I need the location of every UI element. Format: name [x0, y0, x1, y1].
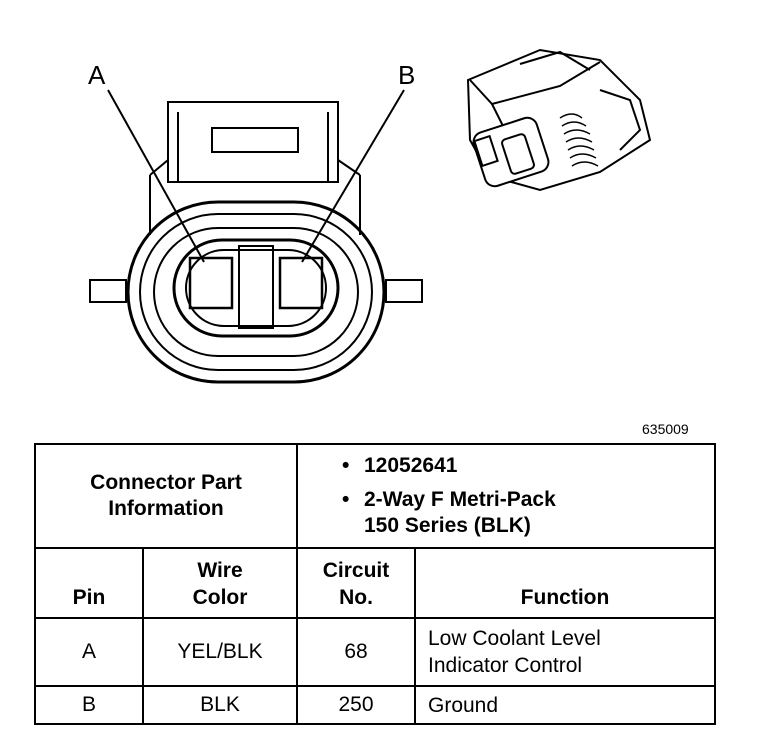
circuit-cell: 250	[296, 685, 416, 725]
side-tab-left	[89, 279, 127, 303]
terminal-b	[278, 256, 324, 310]
connector-perspective-illustration	[466, 48, 652, 192]
terminal-a	[188, 256, 234, 310]
col-header-pin: Pin	[34, 547, 144, 619]
function-cell: Ground	[414, 685, 716, 725]
pin-label-a: A	[88, 60, 106, 90]
part-number-item: •12052641	[342, 454, 458, 477]
table-row: B BLK 250 Ground	[34, 685, 716, 725]
pin-cell: B	[34, 685, 144, 725]
center-key	[238, 245, 274, 329]
leader-line-a	[107, 89, 205, 263]
circuit-cell: 68	[296, 617, 416, 687]
side-tab-right	[385, 279, 423, 303]
connector-outer-shell	[126, 200, 386, 384]
latch-slot	[211, 127, 299, 153]
connector-latch	[167, 101, 339, 183]
figure-id: 635009	[642, 421, 689, 437]
wire-color-cell: BLK	[142, 685, 298, 725]
connector-part-info-label: Connector Part Information	[34, 443, 298, 549]
connector-info-row: Connector Part Information •12052641 •2-…	[34, 443, 716, 549]
connector-info-table: Connector Part Information •12052641 •2-…	[34, 443, 716, 725]
connector-diagram: A B	[88, 48, 652, 384]
col-header-function: Function	[414, 547, 716, 619]
pin-label-b: B	[398, 60, 415, 90]
wire-color-cell: YEL/BLK	[142, 617, 298, 687]
pin-cell: A	[34, 617, 144, 687]
leader-line-b	[301, 89, 405, 263]
connector-cavity	[172, 238, 340, 338]
